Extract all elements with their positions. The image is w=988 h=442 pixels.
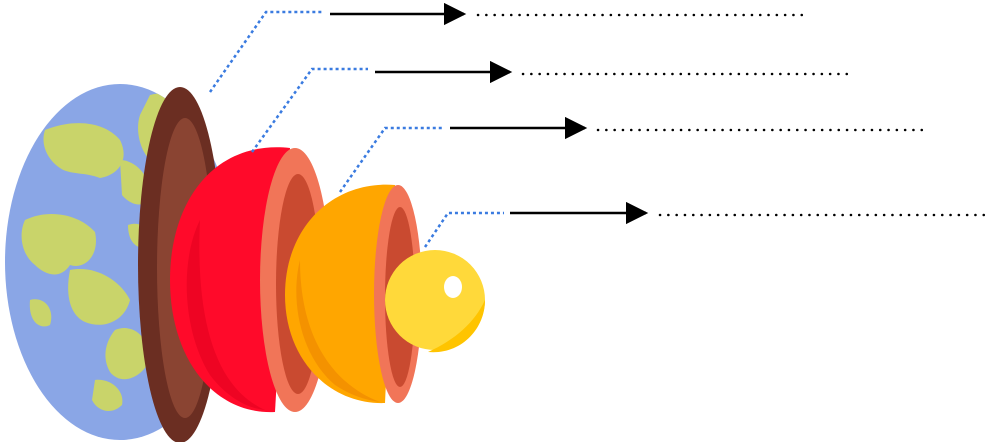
arrows (330, 2, 649, 225)
leader-lines (208, 10, 504, 248)
inner-core-layer (385, 250, 485, 353)
label-blanks (476, 13, 986, 217)
leader-line-mantle (250, 67, 368, 153)
leader-line-outer-core (338, 126, 442, 193)
leader-line-crust (208, 10, 322, 93)
leader-line-inner-core (423, 211, 504, 248)
globe-land (21, 93, 190, 412)
